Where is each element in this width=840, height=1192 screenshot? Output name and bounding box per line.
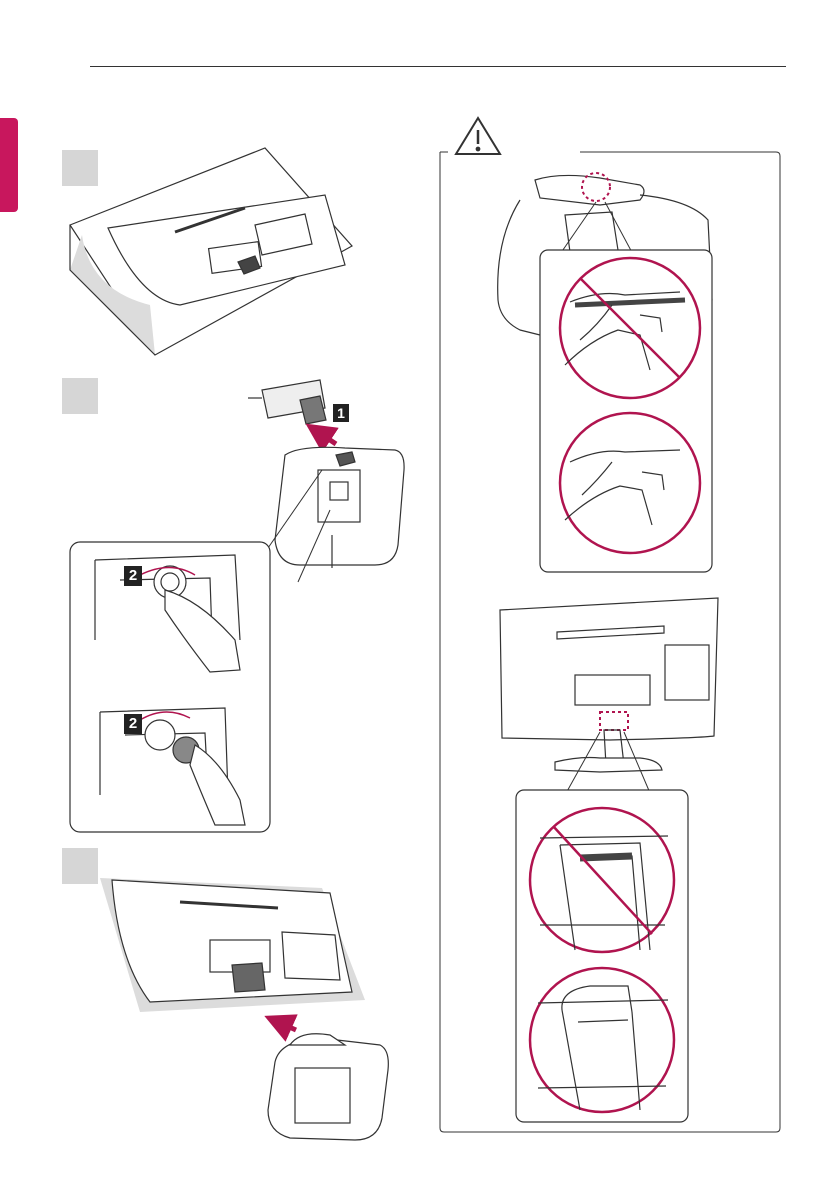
step-1-illustration <box>70 148 352 355</box>
callout-number-2a: 2 <box>124 566 142 586</box>
correct-example-icon-2 <box>530 968 674 1112</box>
step-2-illustration <box>70 380 404 832</box>
wrong-example-icon-1 <box>560 258 700 398</box>
callout-number-2b: 2 <box>124 714 142 734</box>
step-3-illustration <box>100 878 388 1140</box>
correct-example-icon-1 <box>560 413 700 553</box>
wrong-example-icon-2 <box>530 808 674 952</box>
callout-number-1: 1 <box>333 404 349 422</box>
warning-triangle-icon <box>456 118 500 154</box>
